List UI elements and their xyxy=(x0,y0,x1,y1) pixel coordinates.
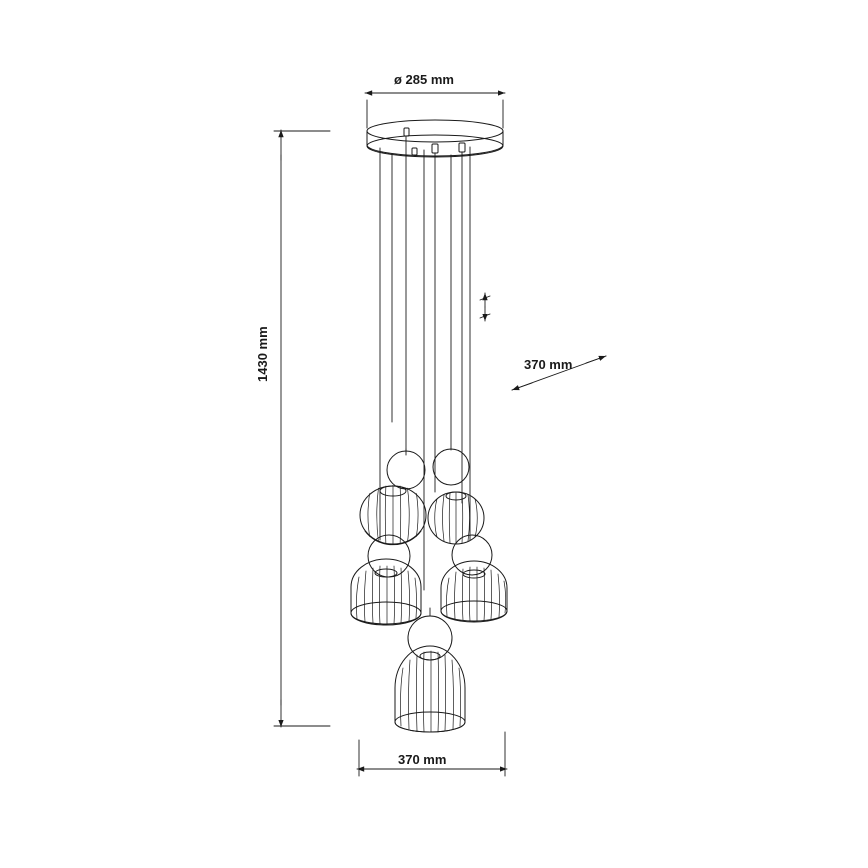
pendant-unit-8-shade xyxy=(394,645,466,733)
dimension-diameter xyxy=(364,90,506,129)
dimension-label-height: 1430 mm xyxy=(255,326,270,382)
pendant-unit-2-shade xyxy=(427,491,485,545)
pendant-unit-2 xyxy=(432,448,470,486)
dimension-label-width: 370 mm xyxy=(398,752,447,767)
pendant-unit-3 xyxy=(367,534,411,578)
dimension-width xyxy=(356,731,508,777)
dimension-height xyxy=(273,129,331,728)
pendant-unit-1-shade xyxy=(359,485,427,546)
pendant-unit-4 xyxy=(451,534,493,576)
dimension-label-cord-length: 370 mm xyxy=(524,357,573,372)
ceiling-canopy xyxy=(366,119,504,158)
dimension-label-diameter: ø 285 mm xyxy=(394,72,454,87)
pendant-unit-5-shade xyxy=(350,558,422,626)
pendant-unit-1 xyxy=(386,450,426,490)
suspension-cords xyxy=(379,135,471,591)
pendant-unit-6-shade xyxy=(440,560,508,623)
pendant-unit-7 xyxy=(407,615,453,661)
dimension-cord-length xyxy=(479,292,607,391)
